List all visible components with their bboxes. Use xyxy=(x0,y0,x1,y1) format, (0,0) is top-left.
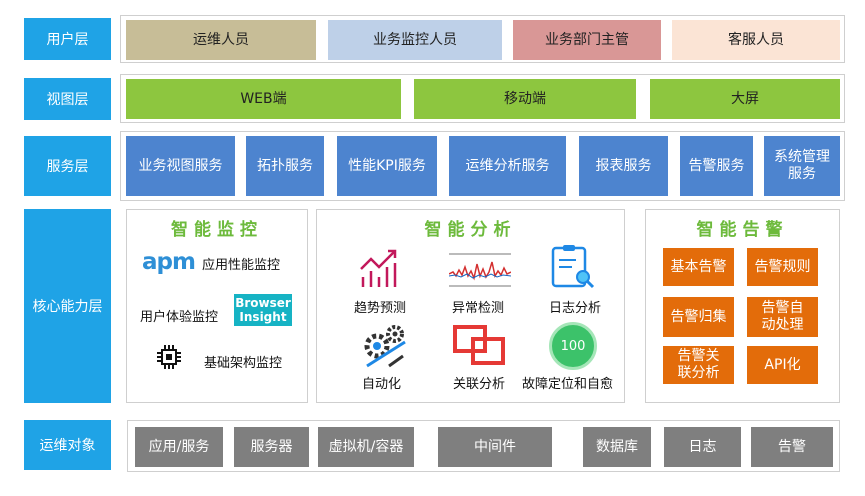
service-ops-analysis: 运维分析服务 xyxy=(449,136,566,196)
user-customer-service: 客服人员 xyxy=(672,20,840,60)
infra-monitor-label: 基础架构监控 xyxy=(204,356,283,371)
view-bigscreen: 大屏 xyxy=(650,79,840,119)
analysis-panel xyxy=(316,209,625,403)
correlation-icon xyxy=(453,324,505,366)
log-label: 日志分析 xyxy=(549,301,602,316)
gauge-icon: 100 xyxy=(549,322,597,370)
alerting-title: 智能告警 xyxy=(696,220,789,240)
alert-rules: 告警规则 xyxy=(747,248,818,286)
apm-label: 应用性能监控 xyxy=(202,258,281,273)
trend-chart-icon xyxy=(356,246,404,290)
user-dept-manager: 业务部门主管 xyxy=(513,20,661,60)
service-business-view: 业务视图服务 xyxy=(126,136,235,196)
service-kpi: 性能KPI服务 xyxy=(337,136,437,196)
log-search-icon xyxy=(548,243,596,291)
layer-label-user: 用户层 xyxy=(24,18,111,60)
alert-api: API化 xyxy=(747,346,818,384)
layer-label-core: 核心能力层 xyxy=(24,209,111,403)
service-alert: 告警服务 xyxy=(680,136,753,196)
trend-label: 趋势预测 xyxy=(354,301,407,316)
anomaly-wave-icon xyxy=(449,252,511,288)
gauge-value: 100 xyxy=(560,338,586,354)
service-report: 报表服务 xyxy=(579,136,668,196)
user-ops: 运维人员 xyxy=(126,20,316,60)
target-vm-container: 虚拟机/容器 xyxy=(318,427,414,467)
target-server: 服务器 xyxy=(234,427,309,467)
layer-label-view: 视图层 xyxy=(24,78,111,120)
chip-icon xyxy=(155,343,183,371)
browser-insight-logo: Browser Insight xyxy=(234,294,292,326)
monitor-title: 智能监控 xyxy=(171,220,263,240)
target-database: 数据库 xyxy=(583,427,651,467)
alert-correlation: 告警关联分析 xyxy=(663,346,734,384)
fault-label: 故障定位和自愈 xyxy=(522,377,614,392)
layer-label-target: 运维对象 xyxy=(24,420,111,470)
gears-automation-icon xyxy=(359,322,409,368)
target-alert: 告警 xyxy=(751,427,833,467)
service-system-admin: 系统管理服务 xyxy=(764,136,840,196)
ux-monitor-label: 用户体验监控 xyxy=(140,310,219,325)
anomaly-label: 异常检测 xyxy=(452,301,505,316)
layer-label-service: 服务层 xyxy=(24,136,111,196)
alert-basic: 基本告警 xyxy=(663,248,734,286)
correlation-label: 关联分析 xyxy=(453,377,506,392)
alert-merge: 告警归集 xyxy=(663,297,734,337)
user-biz-monitor: 业务监控人员 xyxy=(328,20,502,60)
target-log: 日志 xyxy=(664,427,741,467)
analysis-title: 智能分析 xyxy=(424,220,517,240)
target-app: 应用/服务 xyxy=(135,427,223,467)
alert-auto-handle: 告警自动处理 xyxy=(747,297,818,337)
view-mobile: 移动端 xyxy=(414,79,636,119)
target-middleware: 中间件 xyxy=(438,427,552,467)
apm-logo: apm xyxy=(142,249,196,275)
service-topology: 拓扑服务 xyxy=(246,136,324,196)
view-web: WEB端 xyxy=(126,79,401,119)
automation-label: 自动化 xyxy=(362,377,402,392)
